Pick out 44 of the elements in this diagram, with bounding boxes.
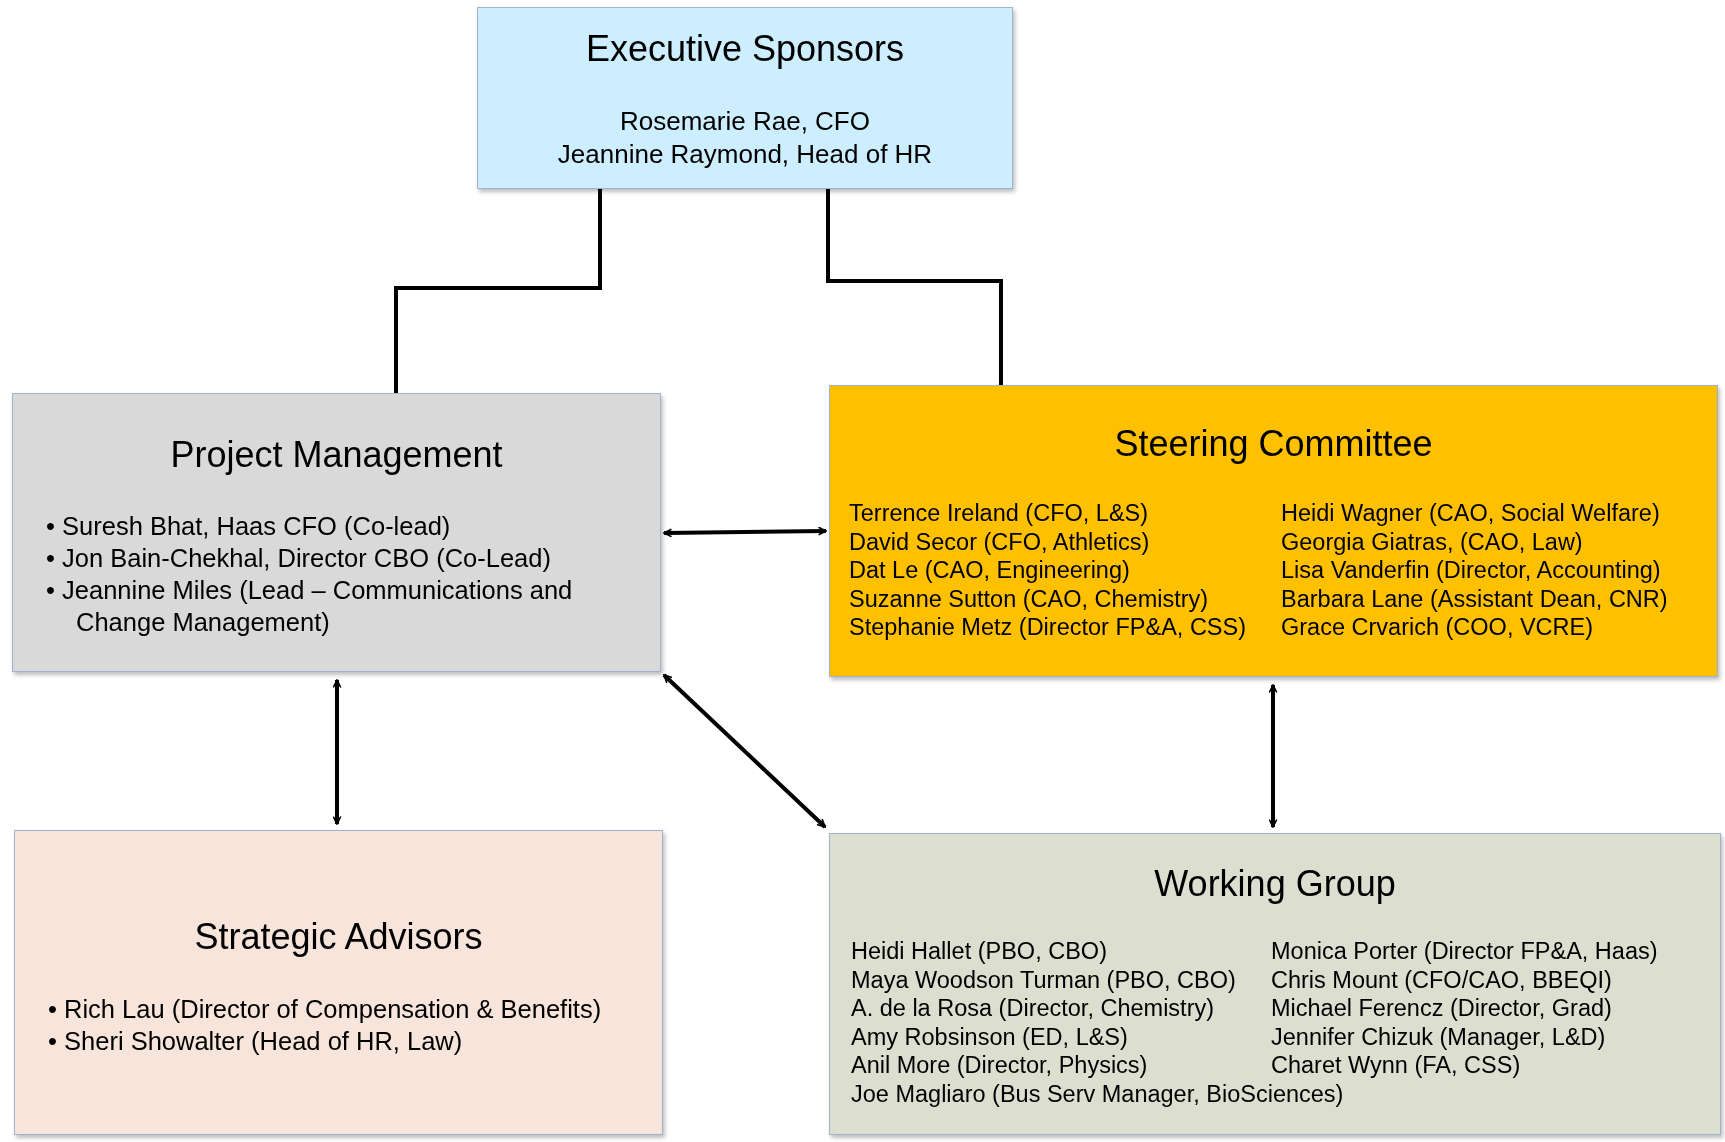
member-name: Terrence Ireland (CFO, L&S) (849, 499, 1149, 528)
member-name: A. de la Rosa (Director, Chemistry) (851, 994, 1215, 1023)
member-item: • Jeannine Miles (Lead – Communications and Change Management) (46, 575, 574, 638)
member-item: • Suresh Bhat, Haas CFO (Co-lead) (46, 511, 452, 542)
member-name: Heidi Hallet (PBO, CBO) (851, 937, 1107, 966)
box-title: Strategic Advisors (193, 917, 484, 957)
member-name: Jennifer Chizuk (Manager, L&D) (1271, 1022, 1606, 1052)
double-arrow (663, 526, 827, 538)
box-title: Working Group (1153, 864, 1397, 904)
member-name: Grace Crvarich (COO, VCRE) (1281, 613, 1594, 642)
member-name: Maya Woodson Turman (PBO, CBO) (851, 965, 1236, 995)
member-name: Joe Magliaro (Bus Serv Manager, BioSciences) (851, 1080, 1344, 1109)
member-name: Lisa Vanderfin (Director, Accounting) (1281, 556, 1661, 585)
org-box (12, 393, 661, 672)
double-arrow (1268, 684, 1278, 828)
box-title: Steering Committee (1113, 424, 1434, 464)
member-name: Suzanne Sutton (CAO, Chemistry) (849, 584, 1209, 614)
member-name: Charet Wynn (FA, CSS) (1271, 1051, 1521, 1080)
member-item: • Rich Lau (Director of Compensation & Benefits) (48, 994, 603, 1025)
org-box (477, 7, 1013, 189)
member-name: Michael Ferencz (Director, Grad) (1271, 994, 1612, 1023)
connector-line (394, 189, 602, 393)
member-name: Anil More (Director, Physics) (851, 1051, 1148, 1080)
double-arrow (662, 673, 827, 829)
member-name: Jeannine Raymond, Head of HR (556, 138, 934, 171)
member-name: Barbara Lane (Assistant Dean, CNR) (1281, 584, 1668, 614)
member-name: Dat Le (CAO, Engineering) (849, 556, 1130, 585)
connector-line (826, 189, 1003, 385)
org-box (829, 833, 1721, 1135)
member-name: Chris Mount (CFO/CAO, BBEQI) (1271, 965, 1612, 995)
org-box (14, 830, 663, 1135)
box-title: Project Management (169, 435, 504, 475)
member-name: Monica Porter (Director FP&A, Haas) (1271, 937, 1658, 966)
member-name: Rosemarie Rae, CFO (619, 105, 871, 138)
box-title: Executive Sponsors (584, 29, 906, 69)
org-box (829, 385, 1718, 677)
member-name: Stephanie Metz (Director FP&A, CSS) (849, 613, 1247, 642)
member-name: David Secor (CFO, Athletics) (849, 527, 1150, 557)
member-item: • Jon Bain-Chekhal, Director CBO (Co-Lead) (46, 543, 552, 574)
member-name: Heidi Wagner (CAO, Social Welfare) (1281, 499, 1660, 528)
member-name: Georgia Giatras, (CAO, Law) (1281, 527, 1583, 557)
member-name: Amy Robsinson (ED, L&S) (851, 1022, 1128, 1052)
double-arrow (332, 679, 342, 825)
member-item: • Sheri Showalter (Head of HR, Law) (48, 1026, 464, 1057)
